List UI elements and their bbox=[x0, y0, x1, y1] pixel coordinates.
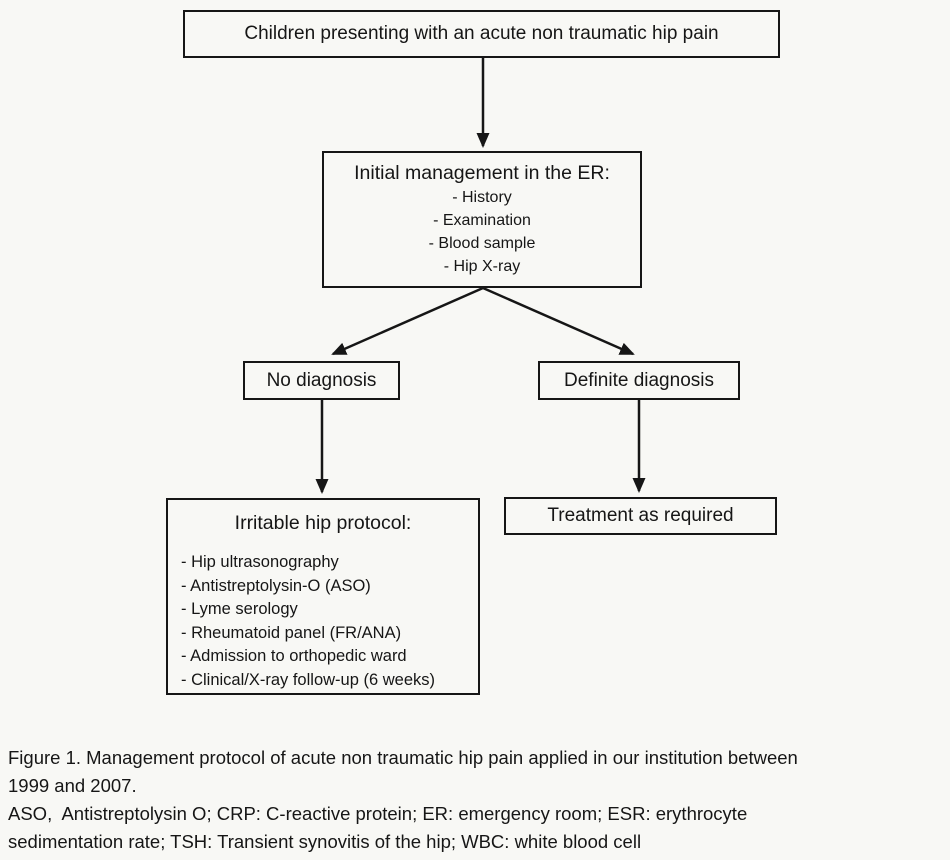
node-definite-diagnosis: Definite diagnosis bbox=[538, 361, 740, 400]
arrow-er-to-definite-diagnosis bbox=[482, 286, 635, 356]
node-no-diagnosis: No diagnosis bbox=[243, 361, 400, 400]
node-title: Irritable hip protocol: bbox=[234, 512, 412, 534]
list-item: - Clinical/X-ray follow-up (6 weeks) bbox=[181, 670, 435, 689]
caption-line: 1999 and 2007. bbox=[8, 775, 137, 796]
node-initial-management-er: Initial management in the ER: - History … bbox=[322, 151, 642, 288]
figure-caption: Figure 1. Management protocol of acute n… bbox=[8, 744, 944, 856]
list-item: - Hip ultrasonography bbox=[181, 553, 339, 571]
node-title: Initial management in the ER: bbox=[354, 162, 610, 184]
list-item: - Lyme serology bbox=[181, 600, 298, 618]
list-item: - Blood sample bbox=[428, 235, 536, 252]
caption-line: Figure 1. Management protocol of acute n… bbox=[8, 747, 798, 768]
list-item: - Antistreptolysin-O (ASO) bbox=[181, 576, 371, 595]
node-treatment-as-required: Treatment as required bbox=[504, 497, 777, 535]
list-item: - History bbox=[452, 189, 512, 206]
node-children-hip-pain: Children presenting with an acute non tr… bbox=[183, 10, 780, 58]
caption-line: ASO, Antistreptolysin O; CRP: C-reactive… bbox=[8, 803, 748, 824]
list-item: - Hip X-ray bbox=[443, 258, 521, 275]
list-item: - Admission to orthopedic ward bbox=[181, 647, 407, 665]
list-item: - Examination bbox=[433, 212, 531, 229]
caption-line: sedimentation rate; TSH: Transient synov… bbox=[8, 831, 642, 852]
node-irritable-hip-protocol: Irritable hip protocol: - Hip ultrasonog… bbox=[166, 498, 480, 695]
protocol-list: - Hip ultrasonography - Antistreptolysin… bbox=[168, 551, 478, 692]
list-item: - Rheumatoid panel (FR/ANA) bbox=[181, 623, 402, 642]
arrow-er-to-no-diagnosis bbox=[331, 286, 484, 356]
